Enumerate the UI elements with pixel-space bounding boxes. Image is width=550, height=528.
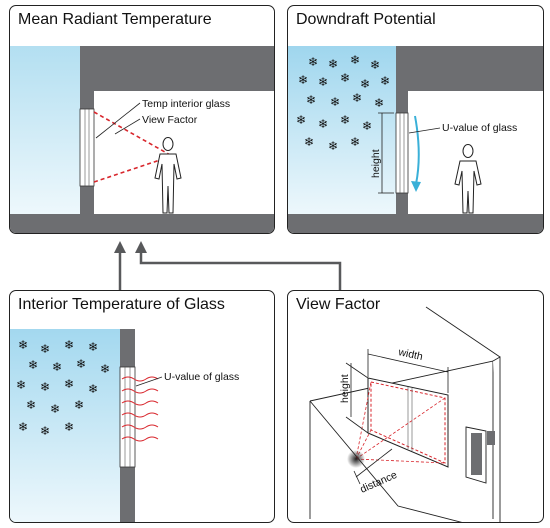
svg-text:❄: ❄ <box>26 398 36 412</box>
panel-title-mrt: Mean Radiant Temperature <box>18 11 212 28</box>
svg-text:❄: ❄ <box>296 113 306 127</box>
window-glass-icon <box>367 377 449 468</box>
leader-line <box>135 376 163 387</box>
label-height: height <box>339 374 351 403</box>
wall-upper <box>80 91 94 109</box>
svg-text:❄: ❄ <box>370 58 380 72</box>
height-dimension <box>378 112 394 194</box>
wall-lower <box>120 467 135 522</box>
ceiling-slab <box>396 46 543 91</box>
svg-text:❄: ❄ <box>306 93 316 107</box>
svg-text:❄: ❄ <box>340 71 350 85</box>
person-figure-icon <box>454 144 482 214</box>
leader-line <box>408 127 441 134</box>
glass-temperature-illustration: ❄❄❄❄ ❄❄❄❄ ❄❄❄❄ ❄❄❄ ❄❄❄ U-value of glass <box>10 329 239 522</box>
panel-downdraft-potential: ❄❄❄❄ ❄❄❄❄❄ ❄❄❄❄ ❄❄❄❄ ❄❄❄ height U-value … <box>287 5 544 234</box>
panel-title-glass-temp: Interior Temperature of Glass <box>18 296 225 313</box>
arrow-from-view-factor <box>135 241 342 290</box>
svg-text:❄: ❄ <box>308 55 318 69</box>
svg-text:❄: ❄ <box>100 362 110 376</box>
window-glass-icon <box>79 108 95 187</box>
label-u-value-of-glass: U-value of glass <box>442 122 517 134</box>
arrow-from-glass-temp <box>114 241 126 290</box>
view-factor-illustration: width height distance <box>309 306 501 522</box>
panel-view-factor: width height distance View Factor <box>287 290 544 523</box>
svg-text:❄: ❄ <box>52 360 62 374</box>
svg-text:❄: ❄ <box>74 398 84 412</box>
panel-title-downdraft: Downdraft Potential <box>296 11 436 28</box>
svg-text:❄: ❄ <box>40 380 50 394</box>
svg-text:❄: ❄ <box>328 139 338 153</box>
person-figure-icon <box>154 137 182 214</box>
svg-text:❄: ❄ <box>318 117 328 131</box>
wall-upper <box>396 91 408 113</box>
height-dimension <box>345 362 369 434</box>
outdoor-sky <box>288 46 396 216</box>
panel-title-view-factor: View Factor <box>296 296 381 313</box>
label-u-value-of-glass: U-value of glass <box>164 371 239 383</box>
panel-interior-temperature-of-glass: ❄❄❄❄ ❄❄❄❄ ❄❄❄❄ ❄❄❄ ❄❄❄ U-value of glass … <box>9 290 275 523</box>
svg-text:❄: ❄ <box>328 57 338 71</box>
snowflake-icons: ❄❄❄❄ ❄❄❄❄ ❄❄❄❄ ❄❄❄ ❄❄❄ <box>16 338 110 438</box>
svg-text:❄: ❄ <box>18 420 28 434</box>
svg-text:❄: ❄ <box>352 91 362 105</box>
svg-text:❄: ❄ <box>64 377 74 391</box>
svg-text:❄: ❄ <box>350 53 360 67</box>
svg-text:❄: ❄ <box>340 113 350 127</box>
floor-slab <box>288 214 543 233</box>
svg-text:❄: ❄ <box>88 382 98 396</box>
window-glass-icon <box>395 112 409 194</box>
wall-lower <box>396 193 408 214</box>
label-temp-interior-glass: Temp interior glass <box>142 98 230 110</box>
svg-text:❄: ❄ <box>40 424 50 438</box>
outdoor-sky <box>10 46 80 216</box>
heat-flow-waves <box>121 376 159 442</box>
svg-text:❄: ❄ <box>350 135 360 149</box>
svg-text:❄: ❄ <box>16 378 26 392</box>
svg-text:❄: ❄ <box>64 338 74 352</box>
downdraft-arrow <box>414 115 420 185</box>
svg-text:❄: ❄ <box>360 77 370 91</box>
window-glass-icon <box>119 366 136 468</box>
wall-lower <box>80 186 94 214</box>
svg-text:❄: ❄ <box>76 357 86 371</box>
svg-text:❄: ❄ <box>362 119 372 133</box>
svg-text:❄: ❄ <box>40 342 50 356</box>
side-window <box>465 426 495 484</box>
svg-text:❄: ❄ <box>64 420 74 434</box>
label-height: height <box>370 149 382 178</box>
ceiling-slab <box>80 46 274 91</box>
outdoor-sky <box>10 329 120 522</box>
distance-dimension <box>353 448 393 485</box>
wall-upper <box>120 329 135 367</box>
floor-slab <box>10 214 274 233</box>
leader-lines <box>95 102 141 139</box>
snowflake-icons: ❄❄❄❄ ❄❄❄❄❄ ❄❄❄❄ ❄❄❄❄ ❄❄❄ <box>296 53 390 153</box>
downdraft-arrowhead <box>411 181 421 192</box>
svg-text:❄: ❄ <box>304 135 314 149</box>
svg-text:❄: ❄ <box>374 96 384 110</box>
mrt-illustration: Temp interior glass View Factor <box>10 46 274 233</box>
svg-text:❄: ❄ <box>330 95 340 109</box>
svg-text:❄: ❄ <box>318 75 328 89</box>
svg-text:❄: ❄ <box>380 74 390 88</box>
svg-text:❄: ❄ <box>88 340 98 354</box>
label-width: width <box>396 346 424 363</box>
panel-mean-radiant-temperature: Temp interior glass View Factor Mean Rad… <box>9 5 275 234</box>
svg-text:❄: ❄ <box>18 338 28 352</box>
svg-text:❄: ❄ <box>50 402 60 416</box>
downdraft-illustration: ❄❄❄❄ ❄❄❄❄❄ ❄❄❄❄ ❄❄❄❄ ❄❄❄ height U-value … <box>288 46 543 233</box>
svg-text:❄: ❄ <box>298 73 308 87</box>
observer-point-icon <box>347 450 365 468</box>
label-view-factor: View Factor <box>142 114 198 126</box>
view-factor-dashed-lines <box>93 111 173 183</box>
svg-text:❄: ❄ <box>28 358 38 372</box>
width-dimension <box>367 349 449 393</box>
